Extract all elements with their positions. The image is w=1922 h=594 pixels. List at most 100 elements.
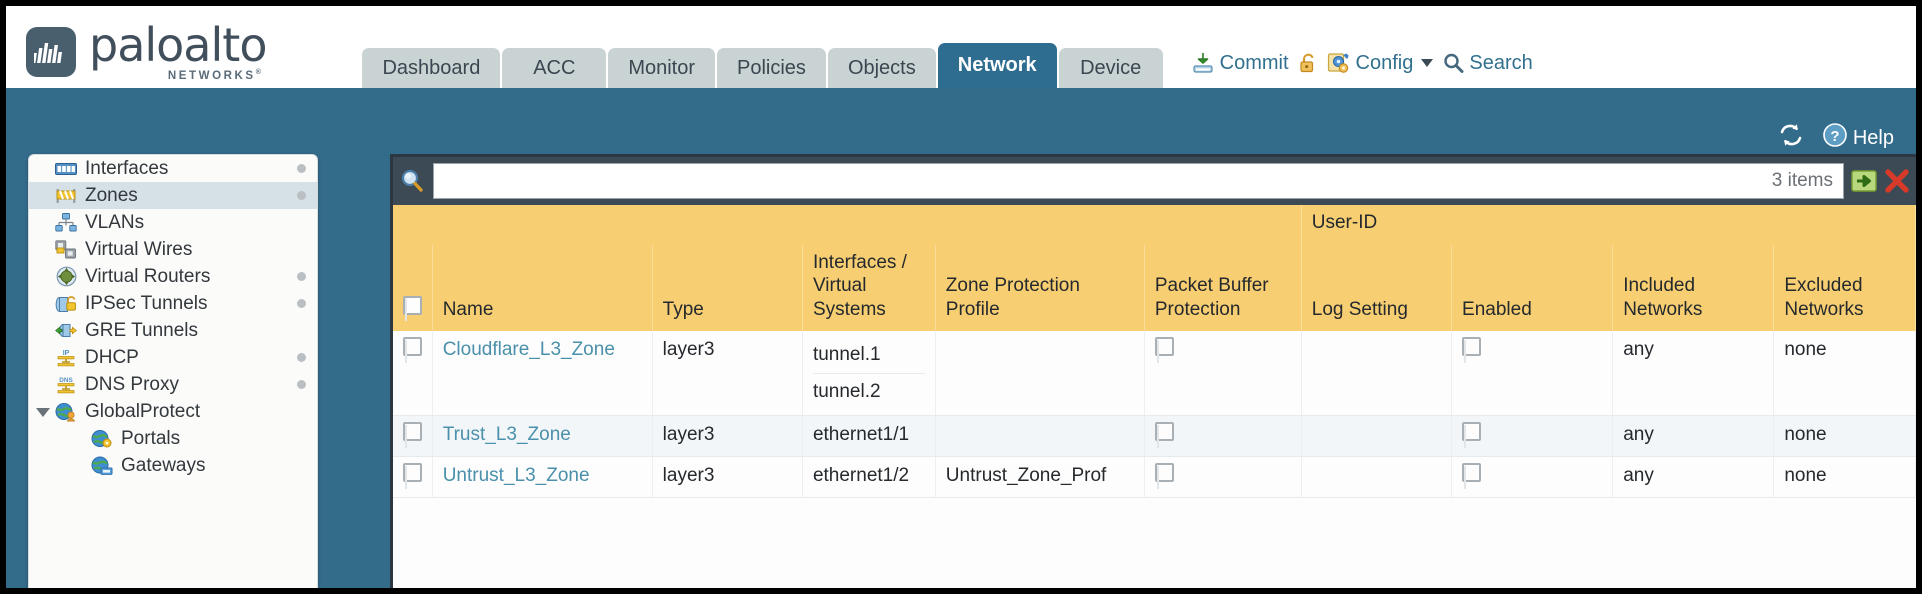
cell-userid-enabled — [1451, 331, 1614, 417]
sidebar-item-interfaces[interactable]: Interfaces — [29, 155, 317, 182]
main-tab-bar: Dashboard ACC Monitor Policies Objects N… — [362, 6, 1164, 88]
tab-dashboard[interactable]: Dashboard — [362, 48, 501, 88]
zone-name-link[interactable]: Untrust_L3_Zone — [442, 465, 590, 487]
item-count-label: 3 items — [1771, 170, 1833, 191]
cell-zone-protection-profile — [935, 415, 1145, 458]
cell-zone-protection-profile: Untrust_Zone_Prof — [935, 456, 1145, 498]
search-toolbar: 3 items — [393, 157, 1916, 205]
column-header-included-networks[interactable]: Included Networks — [1612, 244, 1775, 332]
select-all-checkbox[interactable] — [403, 295, 422, 321]
sidebar-item-virtual-routers[interactable]: Virtual Routers — [29, 263, 317, 290]
sidebar-item-vlans[interactable]: VLANs — [29, 209, 317, 236]
sidebar-item-portals[interactable]: Portals — [29, 425, 317, 452]
packet-buffer-protection-checkbox[interactable] — [1154, 463, 1174, 490]
tab-objects[interactable]: Objects — [827, 48, 936, 88]
search-button[interactable]: Search — [1442, 52, 1533, 75]
refresh-button[interactable] — [1778, 123, 1804, 153]
lock-button[interactable] — [1298, 52, 1318, 74]
select-all-header — [393, 244, 433, 332]
brand-logo: paloalto NETWORKS® — [26, 18, 267, 82]
packet-buffer-protection-checkbox[interactable] — [1154, 337, 1174, 364]
column-header-type[interactable]: Type — [652, 244, 803, 332]
cell-type: layer3 — [652, 456, 803, 498]
sidebar-item-dns-proxy[interactable]: DNS DNS Proxy — [29, 371, 317, 398]
chevron-down-icon[interactable] — [1421, 59, 1434, 67]
sidebar-item-label: Portals — [121, 427, 181, 449]
sidebar-item-gateways[interactable]: Gateways — [29, 452, 317, 479]
userid-enabled-checkbox[interactable] — [1462, 422, 1482, 449]
status-dot — [297, 353, 306, 362]
top-header-bar: paloalto NETWORKS® Dashboard ACC Monitor… — [6, 6, 1916, 88]
cell-log-setting — [1301, 456, 1453, 498]
zone-name-link[interactable]: Trust_L3_Zone — [442, 424, 571, 446]
column-header-interfaces[interactable]: Interfaces / Virtual Systems — [802, 244, 936, 332]
sidebar-item-label: Interfaces — [85, 157, 169, 179]
sidebar-item-label: IPSec Tunnels — [85, 292, 208, 314]
sidebar-item-label: GlobalProtect — [85, 400, 201, 422]
sidebar-item-virtual-wires[interactable]: Virtual Wires — [29, 236, 317, 263]
cell-userid-enabled — [1451, 456, 1614, 498]
zone-name-link[interactable]: Cloudflare_L3_Zone — [442, 339, 615, 361]
sidebar-item-zones[interactable]: Zones — [29, 182, 317, 209]
row-checkbox[interactable] — [403, 422, 422, 449]
column-header-zone-protection-profile[interactable]: Zone Protection Profile — [935, 244, 1145, 332]
tab-network[interactable]: Network — [937, 43, 1057, 88]
sidebar-item-gre-tunnels[interactable]: GRE Tunnels — [29, 317, 317, 344]
column-header-name[interactable]: Name — [432, 244, 653, 332]
dns-proxy-icon: DNS — [55, 375, 77, 395]
cell-excluded-networks: none — [1773, 331, 1916, 417]
sidebar-item-ipsec-tunnels[interactable]: IPSec Tunnels — [29, 290, 317, 317]
group-header-userid: User-ID — [1301, 205, 1916, 245]
zones-table-wrapper: User-ID Name Type Interfaces / Virtual S… — [393, 205, 1916, 588]
paloalto-logo-icon — [26, 27, 76, 78]
cell-packet-buffer-protection — [1144, 331, 1302, 417]
expander-triangle-icon[interactable] — [36, 408, 50, 417]
cell-zone-protection-profile — [935, 331, 1145, 417]
status-dot — [297, 272, 306, 281]
tab-monitor[interactable]: Monitor — [608, 48, 716, 88]
refresh-icon — [1778, 123, 1804, 153]
row-select-cell — [393, 456, 433, 498]
sidebar-item-dhcp[interactable]: IP DHCP — [29, 344, 317, 371]
commit-button[interactable]: Commit — [1191, 51, 1289, 75]
sidebar-item-label: Virtual Wires — [85, 238, 193, 260]
sidebar-item-globalprotect[interactable]: GlobalProtect — [29, 398, 317, 425]
cell-type: layer3 — [652, 415, 803, 458]
table-group-header-row: User-ID — [393, 205, 1916, 245]
help-button[interactable]: ? Help — [1822, 122, 1894, 154]
tab-device[interactable]: Device — [1058, 48, 1163, 88]
column-header-enabled[interactable]: Enabled — [1451, 244, 1614, 332]
brand-tagline: NETWORKS® — [167, 69, 264, 82]
table-row[interactable]: Untrust_L3_Zone layer3 ethernet1/2 Untru… — [393, 456, 1916, 498]
filter-search-icon[interactable] — [397, 168, 427, 194]
cell-name: Untrust_L3_Zone — [432, 456, 653, 498]
row-checkbox[interactable] — [403, 337, 422, 364]
column-header-packet-buffer-protection[interactable]: Packet Buffer Protection — [1144, 244, 1302, 332]
zones-main-panel: 3 items — [390, 154, 1916, 588]
search-input[interactable]: 3 items — [433, 163, 1844, 199]
userid-enabled-checkbox[interactable] — [1462, 463, 1482, 490]
apply-filter-button[interactable] — [1850, 168, 1877, 195]
column-header-excluded-networks[interactable]: Excluded Networks — [1773, 244, 1916, 332]
cell-included-networks: any — [1612, 415, 1775, 458]
clear-filter-button[interactable] — [1883, 168, 1910, 195]
svg-text:?: ? — [1830, 128, 1839, 145]
gre-tunnels-icon — [55, 321, 77, 341]
cell-interfaces: ethernet1/2 — [802, 456, 936, 498]
userid-enabled-checkbox[interactable] — [1462, 337, 1482, 364]
padlock-icon — [1298, 52, 1318, 74]
row-checkbox[interactable] — [403, 463, 422, 490]
cell-excluded-networks: none — [1773, 415, 1916, 458]
config-button[interactable]: Config — [1327, 51, 1434, 75]
status-dot — [297, 164, 306, 173]
packet-buffer-protection-checkbox[interactable] — [1154, 422, 1174, 449]
column-header-log-setting[interactable]: Log Setting — [1301, 244, 1453, 332]
commit-icon — [1191, 51, 1215, 75]
tab-acc[interactable]: ACC — [502, 48, 607, 88]
interface-entry: tunnel.2 — [812, 380, 881, 402]
table-row[interactable]: Cloudflare_L3_Zone layer3 tunnel.1 tunne… — [393, 331, 1916, 417]
table-row[interactable]: Trust_L3_Zone layer3 ethernet1/1 any — [393, 415, 1916, 458]
tab-policies[interactable]: Policies — [717, 48, 826, 88]
brand-name: paloalto — [89, 18, 267, 73]
